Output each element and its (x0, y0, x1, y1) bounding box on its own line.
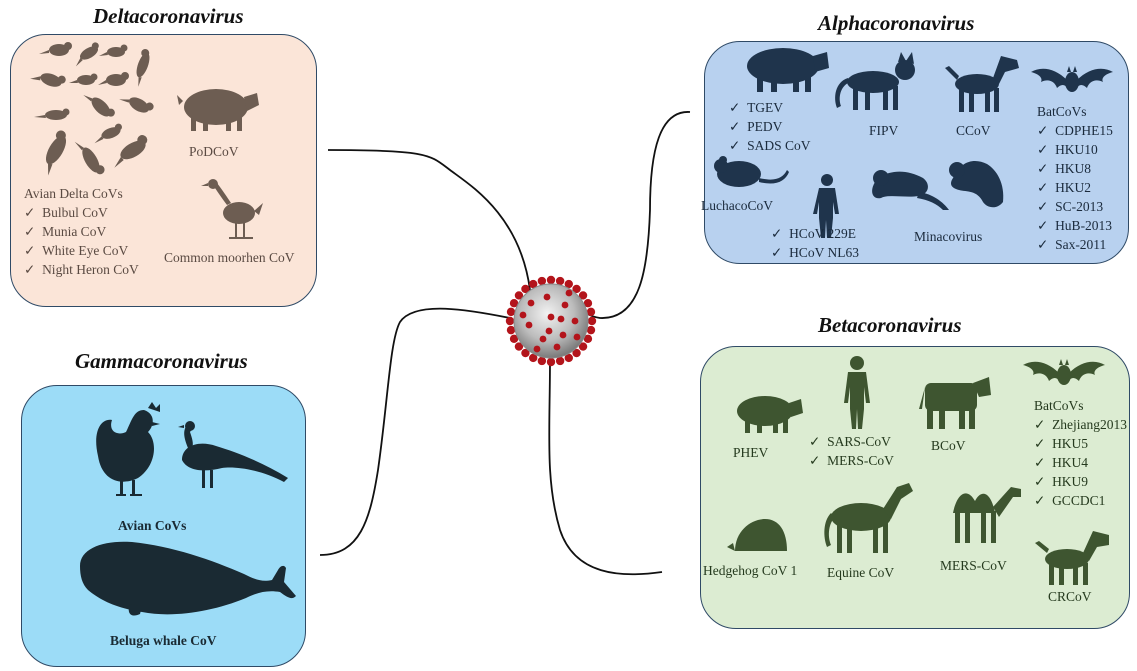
hedgehog-label: Hedgehog CoV 1 (703, 563, 798, 578)
beta-panel: PHEV SARS-CoV MERS-CoV BCoV BatCoVs Zhej… (700, 346, 1130, 629)
dog-label: CRCoV (1048, 589, 1092, 604)
beta-silhouettes (727, 356, 1109, 585)
list-item: HKU10 (1037, 140, 1113, 159)
cow-icon (919, 377, 991, 429)
dog-label: CCoV (956, 123, 991, 138)
pig-icon (747, 48, 829, 92)
connector-alpha (564, 111, 691, 319)
list-item: HKU8 (1037, 159, 1113, 178)
list-item: HuB-2013 (1037, 216, 1113, 235)
alpha-silhouettes (714, 48, 1113, 238)
list-item: HKU9 (1034, 472, 1127, 491)
rat-icon (714, 156, 789, 187)
bat-heading: BatCoVs (1034, 398, 1084, 413)
connector-beta (548, 359, 663, 576)
list-item: MERS-CoV (809, 451, 894, 470)
list-item: Bulbul CoV (24, 203, 139, 222)
delta-silhouettes (30, 42, 263, 239)
pig-label: PHEV (733, 445, 769, 460)
camel-icon (953, 487, 1021, 543)
mink-label: Minacovirus (914, 229, 983, 244)
camel-label: MERS-CoV (940, 558, 1007, 573)
list-item: White Eye CoV (24, 241, 139, 260)
list-item: Munia CoV (24, 222, 139, 241)
moorhen-label: Common moorhen CoV (164, 250, 295, 265)
list-item: HKU2 (1037, 178, 1113, 197)
horse-icon (824, 483, 913, 553)
moorhen-icon (201, 179, 263, 239)
whale-label: Beluga whale CoV (110, 633, 217, 648)
delta-title: Deltacoronavirus (93, 4, 244, 28)
bat-heading: BatCoVs (1037, 104, 1087, 119)
pig-label: PoDCoV (189, 144, 239, 159)
human-icon (844, 356, 870, 429)
hedgehog-icon (727, 519, 787, 551)
avian-heading: Avian Delta CoVs (24, 186, 123, 201)
avian-label: Avian CoVs (118, 518, 187, 533)
list-item: GCCDC1 (1034, 491, 1127, 510)
cat-label: FIPV (869, 123, 899, 138)
bat-icon (1031, 66, 1113, 92)
beta-human-list: SARS-CoV MERS-CoV (809, 432, 894, 470)
alpha-bat-list: CDPHE15 HKU10 HKU8 HKU2 SC-2013 HuB-2013… (1037, 121, 1113, 254)
dog-icon (1035, 531, 1109, 585)
list-item: HCoV 229E (771, 224, 859, 243)
pig-icon (737, 396, 803, 433)
list-item: SC-2013 (1037, 197, 1113, 216)
rat-label: LuchacoCoV (701, 198, 773, 213)
bird-flock-icon (30, 42, 154, 176)
connector-delta (327, 149, 549, 336)
chicken-icon (96, 402, 160, 496)
delta-panel: PoDCoV Common moorhen CoV Avian Delta Co… (10, 34, 317, 307)
cow-label: BCoV (931, 438, 966, 453)
alpha-title: Alphacoronavirus (818, 11, 975, 35)
gamma-silhouettes (80, 402, 296, 616)
list-item: PEDV (729, 117, 810, 136)
dog-icon (945, 56, 1019, 112)
list-item: HKU5 (1034, 434, 1127, 453)
gamma-panel: Avian CoVs Beluga whale CoV (21, 385, 306, 667)
alpha-human-list: HCoV 229E HCoV NL63 (771, 224, 859, 262)
list-item: SARS-CoV (809, 432, 894, 451)
pig-icon (177, 89, 259, 131)
pheasant-icon (178, 421, 288, 488)
horse-label: Equine CoV (827, 565, 895, 580)
human-icon (813, 174, 839, 238)
beta-title: Betacoronavirus (818, 313, 962, 337)
beta-bat-list: Zhejiang2013 HKU5 HKU4 HKU9 GCCDC1 (1034, 415, 1127, 510)
list-item: HKU4 (1034, 453, 1127, 472)
list-item: SADS CoV (729, 136, 810, 155)
cat-icon (835, 52, 915, 110)
list-item: HCoV NL63 (771, 243, 859, 262)
list-item: CDPHE15 (1037, 121, 1113, 140)
connector-gamma (319, 307, 511, 556)
bat-icon (1023, 359, 1105, 385)
alpha-pig-list: TGEV PEDV SADS CoV (729, 98, 810, 155)
beluga-whale-icon (80, 541, 296, 616)
avian-list: Bulbul CoV Munia CoV White Eye CoV Night… (24, 203, 139, 279)
alpha-panel: TGEV PEDV SADS CoV FIPV CCoV BatCoVs CDP… (701, 41, 1129, 264)
list-item: Night Heron CoV (24, 260, 139, 279)
list-item: TGEV (729, 98, 810, 117)
mink-icon (872, 160, 1004, 210)
list-item: Zhejiang2013 (1034, 415, 1127, 434)
gamma-title: Gammacoronavirus (75, 349, 248, 373)
list-item: Sax-2011 (1037, 235, 1113, 254)
